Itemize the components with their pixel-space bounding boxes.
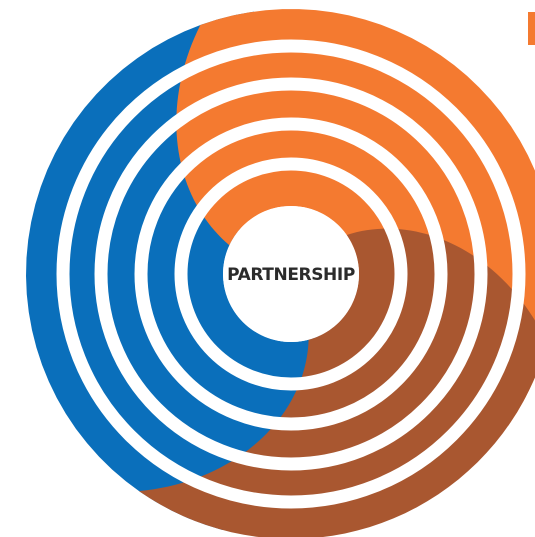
ring-gap-3 bbox=[94, 77, 488, 471]
corner-accent-mark bbox=[528, 12, 535, 45]
ring-gap-2 bbox=[134, 117, 448, 431]
ring-gap-4 bbox=[56, 39, 526, 509]
center-label: PARTNERSHIP bbox=[227, 265, 355, 285]
ring-gaps bbox=[56, 39, 526, 509]
ring-gap-1 bbox=[174, 157, 408, 391]
center-disc bbox=[223, 206, 359, 342]
